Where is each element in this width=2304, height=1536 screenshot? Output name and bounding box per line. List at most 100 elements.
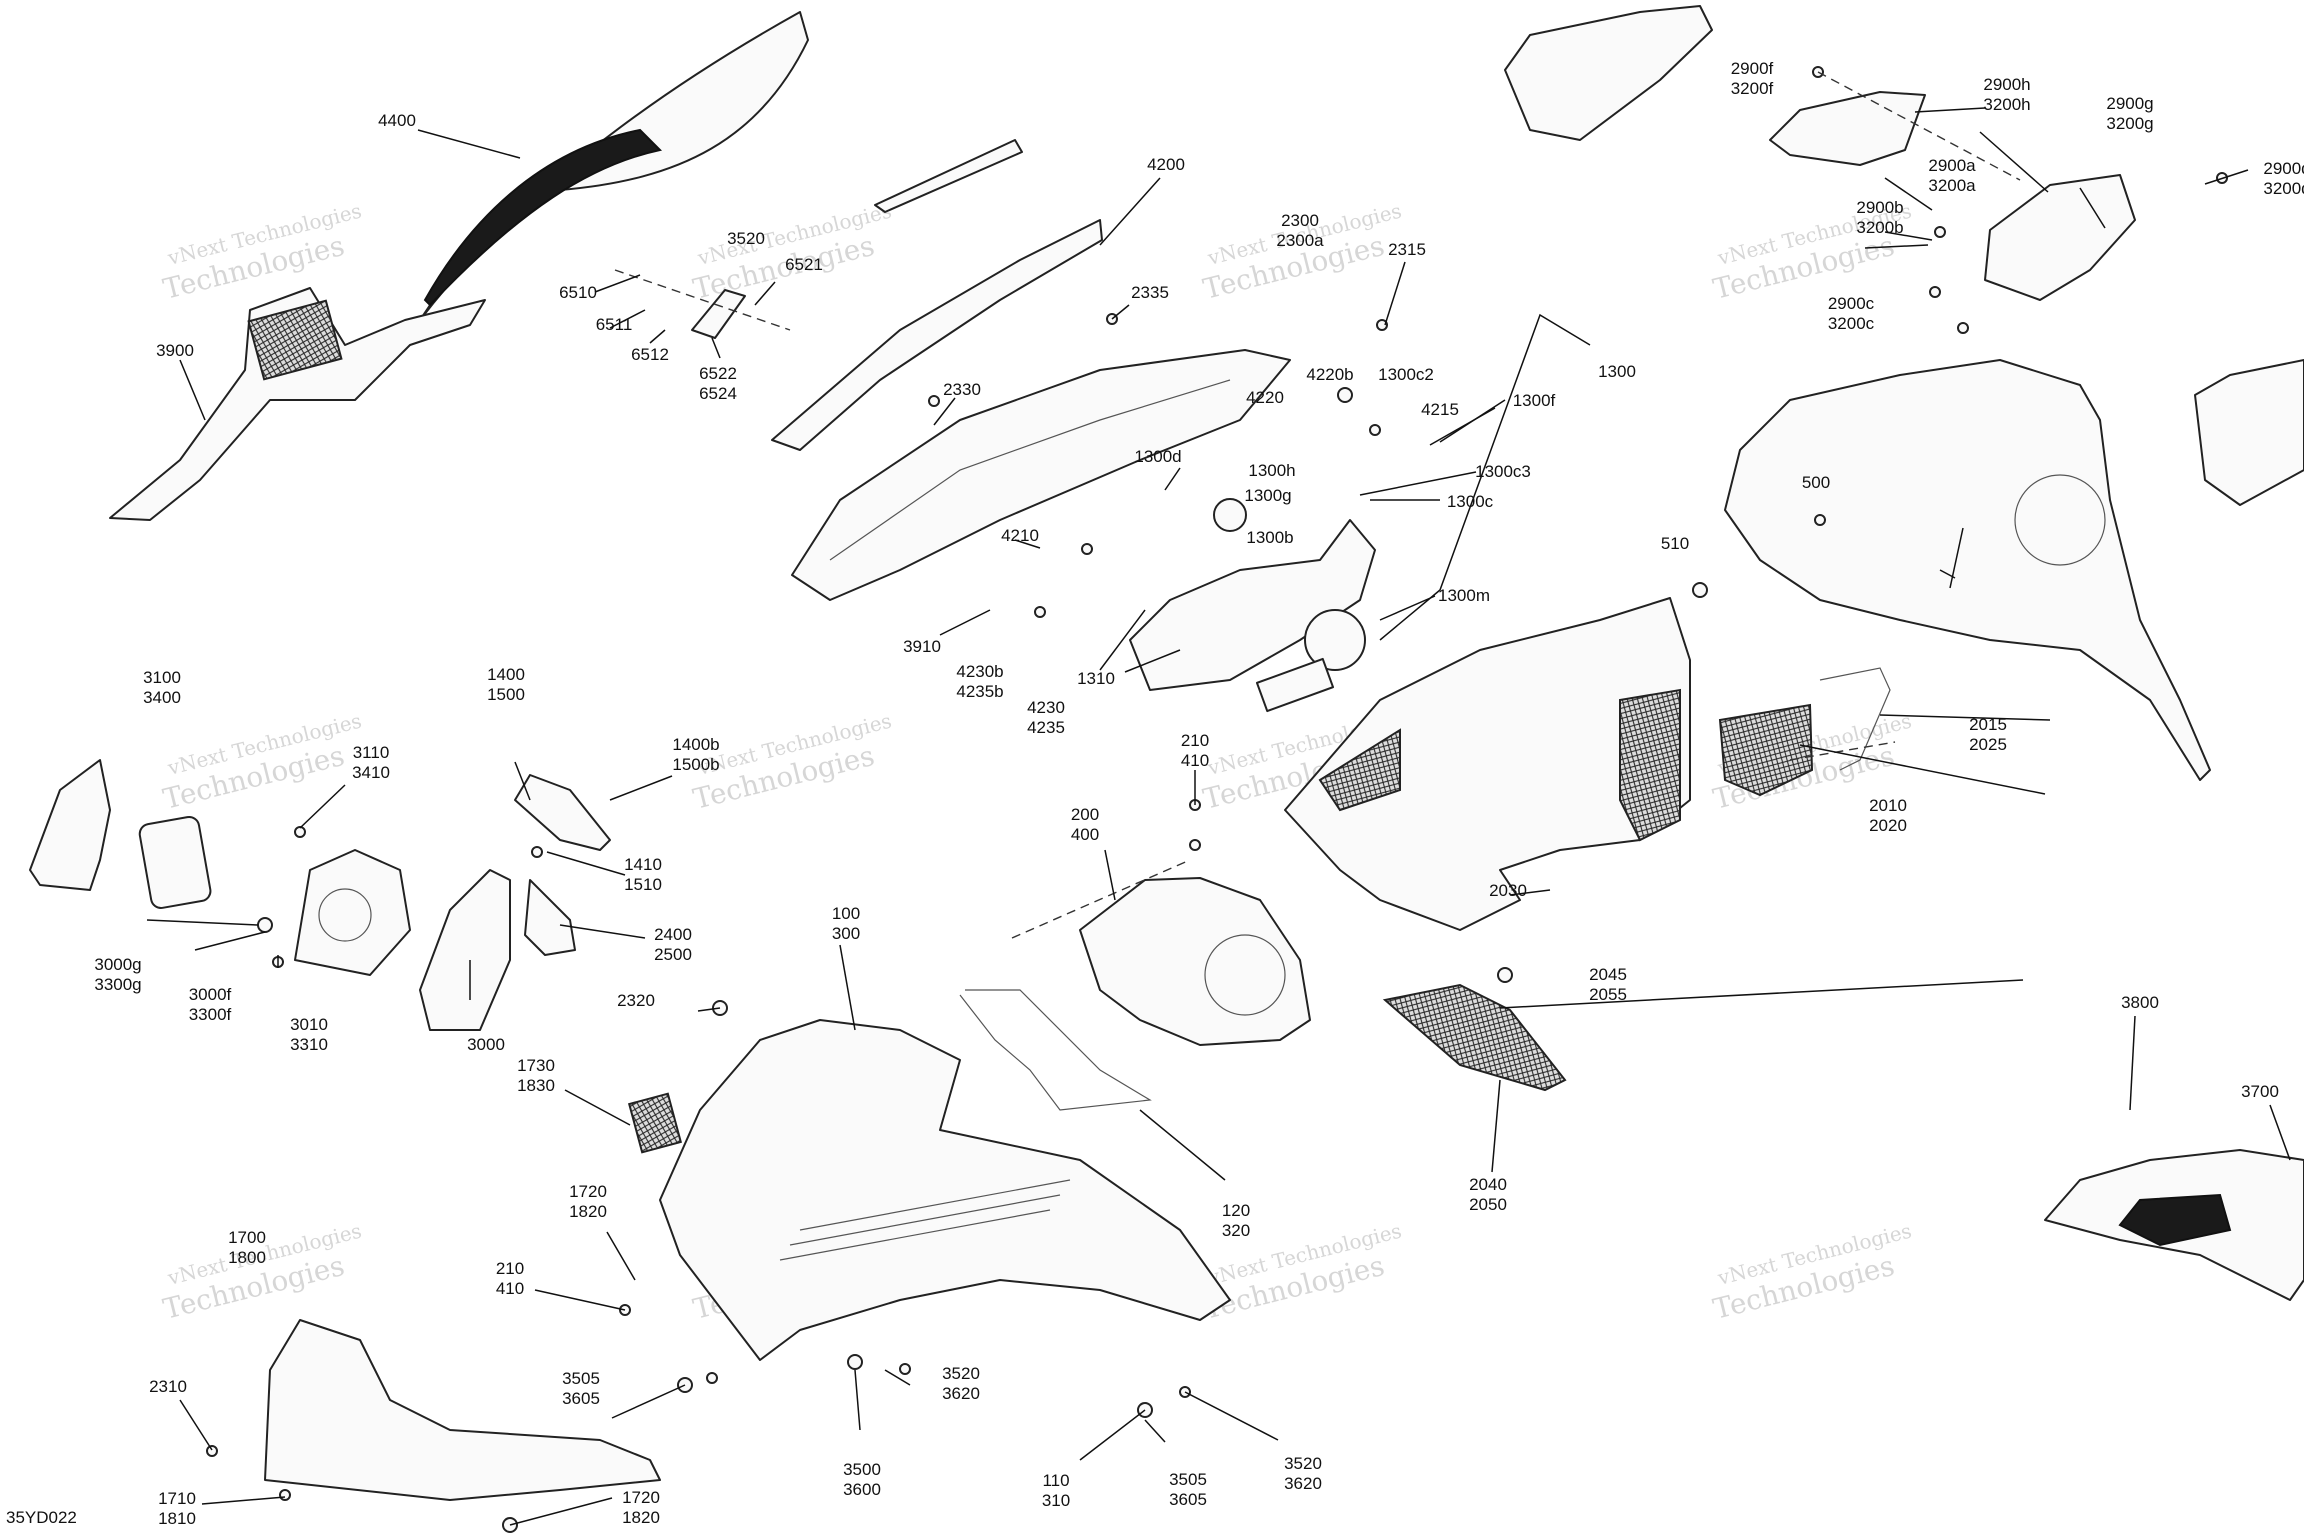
callout-line: 3520: [727, 229, 765, 248]
callout-line: 1510: [624, 875, 662, 894]
gauge-motor-part: [1129, 519, 1376, 691]
callout-line: 2020: [1869, 816, 1907, 835]
mirror-lens-part: [524, 879, 576, 956]
callout-line: 3500: [843, 1460, 881, 1479]
callout-line: 2900g: [2106, 94, 2153, 113]
callout-line: 3000: [467, 1035, 505, 1054]
callout-line: 3520: [1284, 1454, 1322, 1473]
callout-line: 1300: [1598, 362, 1636, 381]
callout-line: 3900: [156, 341, 194, 360]
cowl-detail: [829, 379, 1231, 561]
callout-line: 2025: [1969, 735, 2007, 754]
callout-line: 2900d: [2263, 159, 2304, 178]
callout-line: 1820: [569, 1202, 607, 1221]
callout-line: 2320: [617, 991, 655, 1010]
callout-line: 3800: [2121, 993, 2159, 1012]
callout-line: 1730: [517, 1056, 555, 1075]
housing-grille-left: [1318, 728, 1401, 812]
leader-lines: [146, 107, 2291, 1526]
callout-line: 6511: [596, 315, 633, 334]
screw: [1497, 967, 1513, 983]
callout-line: 1300h: [1248, 461, 1295, 480]
callout-line: 2900h: [1983, 75, 2030, 94]
callout-line: 110: [1042, 1471, 1069, 1490]
callout-line: 6521: [785, 255, 823, 274]
side-shield-part: [1079, 877, 1311, 1046]
callout-line: 3110: [353, 743, 390, 762]
screw: [1034, 606, 1046, 618]
callout-line: 2500: [654, 945, 692, 964]
callout-line: 3910: [903, 637, 941, 656]
screw: [279, 1489, 291, 1501]
mirror-cap-part: [29, 759, 111, 891]
callout-line: 6522: [699, 364, 737, 383]
callout-line: 2900f: [1731, 59, 1774, 78]
callout-line: 3010: [290, 1015, 328, 1034]
callout-line: 3605: [562, 1389, 600, 1408]
callout-label: 2030: [1489, 881, 1527, 900]
callout-line: 3200g: [2106, 114, 2153, 133]
screw: [1692, 582, 1708, 598]
main-side-panel-part: [659, 1019, 1231, 1361]
screw: [1814, 514, 1826, 526]
callout-line: 3300f: [189, 1005, 232, 1024]
callout-line: 2300: [1281, 211, 1319, 230]
screw: [257, 917, 273, 933]
callout-line: 2310: [149, 1377, 187, 1396]
upper-rail-part: [771, 219, 1103, 451]
callout-label: 1300f: [1513, 391, 1556, 410]
lower-grille-part: [1382, 983, 1567, 1092]
housing-grille-right: [1619, 688, 1681, 842]
callout-label: 2310: [149, 1377, 187, 1396]
side-grille-frame: [1819, 667, 1891, 771]
right-body-panel-part: [1724, 359, 2211, 781]
callout-line: 400: [1071, 825, 1099, 844]
callout-line: 120: [1222, 1201, 1250, 1220]
callout-line: 3700: [2241, 1082, 2279, 1101]
callout-line: 3620: [942, 1384, 980, 1403]
callout-label: 4200: [1147, 155, 1185, 174]
callout-label: 1300c: [1447, 492, 1494, 511]
callout-label: 4215: [1421, 400, 1459, 419]
screw: [928, 395, 940, 407]
callout-line: 6524: [699, 384, 737, 403]
callout-line: 1500b: [672, 755, 719, 774]
callout-line: 1300c2: [1378, 365, 1434, 384]
screw: [1081, 543, 1093, 555]
callout-line: 3200f: [1731, 79, 1774, 98]
lower-side-panel-part: [264, 1319, 661, 1501]
indicator-light-part: [514, 774, 611, 851]
callout-line: 1830: [517, 1076, 555, 1095]
mirror-bracket-part: [691, 289, 746, 339]
callout-line: 1500: [487, 685, 525, 704]
callout-label: 2900d3200d: [2263, 159, 2304, 198]
callout-line: 2030: [1489, 881, 1527, 900]
small-vent-part: [627, 1092, 683, 1154]
callout-label: 1300: [1598, 362, 1636, 381]
callout-line: 1300c: [1447, 492, 1494, 511]
callout-line: 2900b: [1856, 198, 1903, 217]
callout-line: 3310: [290, 1035, 328, 1054]
callout-line: 1300c3: [1475, 462, 1531, 481]
callout-label: 2335: [1131, 283, 1169, 302]
callout-line: 3000f: [189, 985, 232, 1004]
callout-line: 2900a: [1928, 156, 1976, 175]
callout-line: 510: [1661, 534, 1689, 553]
callout-label: 1300b: [1246, 528, 1293, 547]
